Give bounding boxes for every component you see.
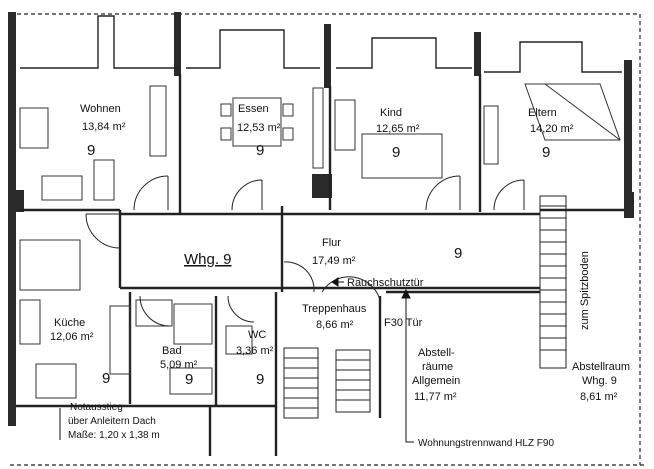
notausstieg-line1: Notausstieg: [70, 402, 123, 413]
apartment-label: Whg. 9: [184, 251, 232, 268]
room-bad: Bad 5,09 m² 9: [160, 345, 198, 388]
annotation-arrows: [59, 277, 414, 443]
room-wohnen: Wohnen 13,84 m² 9: [80, 103, 126, 159]
room-name: Eltern: [528, 107, 557, 119]
room-name: Abstellraum: [572, 361, 630, 373]
window-bays: [20, 15, 622, 73]
interior-walls: [16, 74, 624, 456]
room-name: WC: [248, 329, 266, 341]
room-eltern: Eltern 14,20 m² 9: [528, 107, 574, 161]
room-area: 12,06 m²: [50, 331, 94, 343]
unit-number: 9: [256, 142, 264, 159]
room-sub: Whg. 9: [582, 375, 617, 387]
room-abstellraeume: Abstell- räume Allgemein 11,77 m²: [412, 347, 460, 403]
unit-number: 9: [102, 370, 110, 387]
room-area: 12,65 m²: [376, 123, 420, 135]
apartment-label-group: Whg. 9: [184, 251, 232, 268]
doors: [85, 175, 525, 327]
stairwell-stairs: [283, 347, 371, 419]
room-name-line2: räume: [422, 361, 453, 373]
room-name-line3: Allgemein: [412, 375, 460, 387]
room-flur: Flur 17,49 m² 9: [312, 237, 462, 267]
notausstieg-note: Notausstieg über Anleitern Dach Maße: 1,…: [68, 402, 160, 441]
notausstieg-line3: Maße: 1,20 x 1,38 m: [68, 430, 160, 441]
exterior-walls: [8, 12, 634, 426]
unit-number: 9: [454, 245, 462, 262]
room-area: 3,36 m²: [236, 345, 274, 357]
unit-number: 9: [185, 371, 193, 388]
room-kueche: Küche 12,06 m² 9: [50, 317, 110, 387]
room-area: 8,66 m²: [316, 319, 354, 331]
room-abstellraum: Abstellraum Whg. 9 8,61 m²: [572, 361, 630, 403]
rauchschutztuer-label: Rauchschutztür: [347, 277, 424, 289]
room-area: 13,84 m²: [82, 121, 126, 133]
room-name: Flur: [322, 237, 341, 249]
room-area: 12,53 m²: [237, 122, 281, 134]
furniture: [19, 83, 621, 399]
room-name-line1: Abstell-: [418, 347, 455, 359]
unit-number: 9: [392, 144, 400, 161]
room-treppenhaus: Treppenhaus 8,66 m²: [302, 303, 367, 331]
unit-number: 9: [256, 371, 264, 388]
unit-number: 9: [542, 144, 550, 161]
f30-door-label: F30 Tür: [384, 317, 423, 329]
room-essen: Essen 12,53 m² 9: [237, 103, 281, 159]
room-area: 11,77 m²: [414, 391, 457, 403]
attic-stairs: [539, 195, 567, 369]
room-name: Essen: [238, 103, 269, 115]
room-name: Bad: [162, 345, 182, 357]
room-wc: WC 3,36 m² 9: [236, 329, 274, 388]
room-area: 8,61 m²: [580, 391, 618, 403]
room-area: 5,09 m²: [160, 359, 198, 371]
unit-number: 9: [87, 142, 95, 159]
room-area: 17,49 m²: [312, 255, 356, 267]
room-name: Wohnen: [80, 103, 121, 115]
wall-note: Wohnungstrennwand HLZ F90: [418, 438, 554, 449]
room-name: Küche: [54, 317, 85, 329]
room-kind: Kind 12,65 m² 9: [376, 107, 420, 161]
room-name: Treppenhaus: [302, 303, 367, 315]
room-area: 14,20 m²: [530, 123, 574, 135]
notausstieg-line2: über Anleitern Dach: [68, 416, 156, 427]
room-name: Kind: [380, 107, 402, 119]
spitzboden-label: zum Spitzboden: [579, 251, 591, 330]
